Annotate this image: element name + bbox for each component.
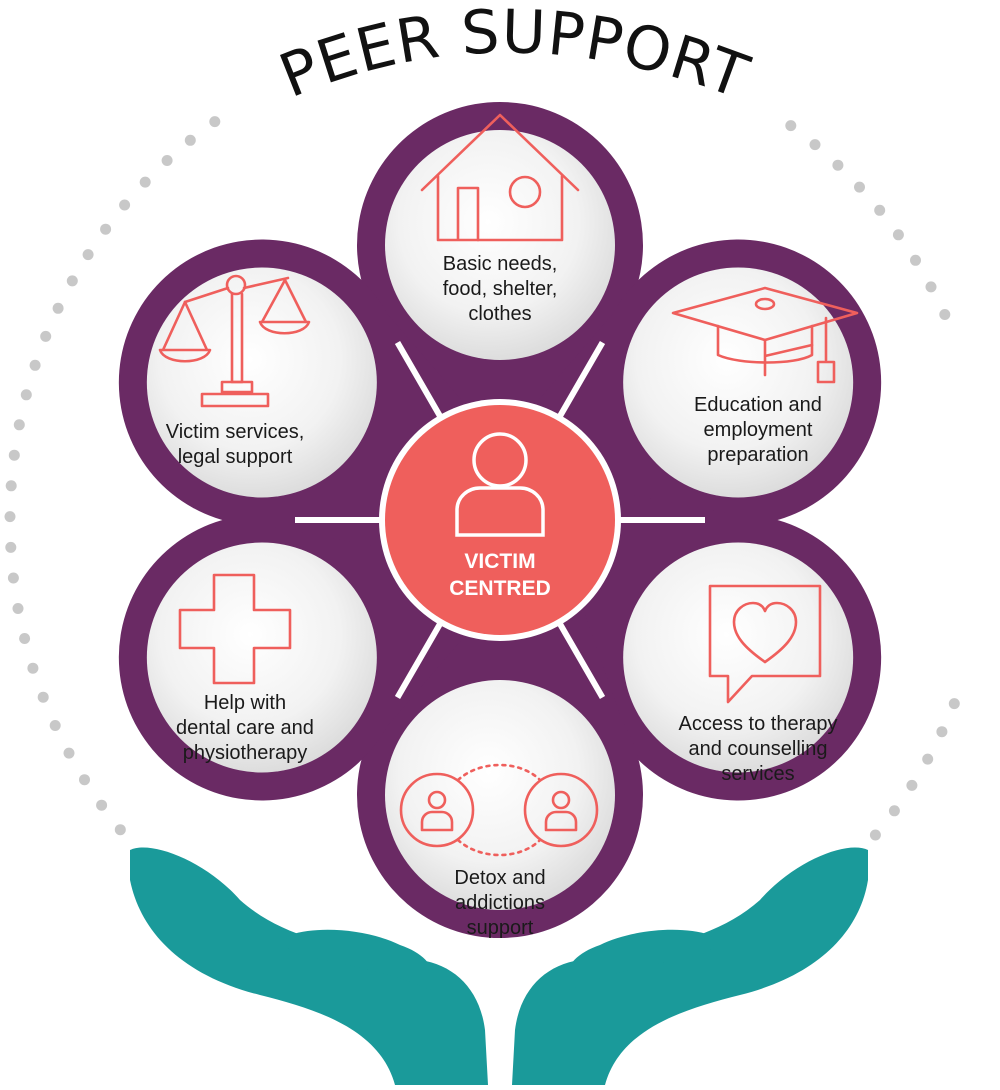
heart-speech-bubble-icon xyxy=(708,584,822,704)
petal-circle-education xyxy=(623,267,854,498)
ring-dot xyxy=(869,829,881,841)
petal-circle-dental xyxy=(146,542,377,773)
ring-dot xyxy=(82,249,94,261)
petal-separator xyxy=(557,622,606,700)
ring-dot xyxy=(906,779,918,791)
ring-dot xyxy=(100,223,112,235)
petal-circles xyxy=(146,113,859,910)
ring-dot xyxy=(52,302,64,314)
ring-dot xyxy=(184,134,196,146)
ring-dot xyxy=(37,691,49,703)
scales-of-justice-icon xyxy=(158,274,311,408)
center-label: VICTIM CENTRED xyxy=(449,550,551,600)
left-hand-icon xyxy=(130,847,488,1085)
petal-separator xyxy=(557,340,606,418)
ring-dot xyxy=(892,229,904,241)
ring-dot xyxy=(19,633,31,644)
left-thumb xyxy=(285,929,434,990)
ring-dot xyxy=(209,116,221,128)
ring-dot xyxy=(66,275,78,287)
ring-dot xyxy=(161,155,173,166)
ring-dot xyxy=(40,330,52,342)
diagram-title: PEER SUPPORT xyxy=(270,0,757,113)
ring-dot xyxy=(809,139,821,151)
ring-dot xyxy=(925,281,937,293)
ring-dot xyxy=(4,511,16,523)
ring-dot xyxy=(13,419,25,431)
ring-dot xyxy=(874,204,886,216)
dotted-ring xyxy=(4,116,960,841)
petal-label-education: Education and employment preparation xyxy=(694,394,822,466)
center-fill xyxy=(385,405,615,635)
petal-label-dental: Help with dental care and physiotherapy xyxy=(176,692,314,764)
ring-dot xyxy=(854,181,865,193)
ring-dot xyxy=(119,199,131,211)
ring-dot xyxy=(96,799,108,811)
ring-dot xyxy=(27,662,39,674)
two-people-connected-icon xyxy=(399,763,599,857)
ring-dot xyxy=(888,805,900,817)
petal-separator xyxy=(394,340,443,418)
ring-dot xyxy=(939,309,951,320)
ring-dot xyxy=(139,176,151,188)
ring-dot xyxy=(63,747,75,759)
hands xyxy=(130,847,868,1085)
person-icon xyxy=(455,432,545,537)
ring-dot xyxy=(785,120,797,132)
ring-dot xyxy=(7,572,19,584)
right-hand-icon xyxy=(512,847,868,1085)
ring-dot xyxy=(936,726,948,738)
petal-label-basic-needs: Basic needs, food, shelter, clothes xyxy=(442,253,558,325)
ring-dot xyxy=(29,359,41,371)
ring-dot xyxy=(12,603,24,614)
medical-cross-icon xyxy=(178,573,292,685)
ring-dot xyxy=(910,254,921,266)
ring-dot xyxy=(79,774,90,786)
petal-label-detox: Detox and addictions support xyxy=(454,867,546,939)
house-icon xyxy=(420,113,580,242)
petal-circle-detox xyxy=(385,680,615,910)
petal-label-legal: Victim services, legal support xyxy=(165,421,305,468)
ring-dot xyxy=(832,159,844,171)
ring-dot xyxy=(948,698,960,710)
petal-circle-basic-needs xyxy=(385,130,615,360)
ring-dot xyxy=(5,541,17,553)
ring-dot xyxy=(5,480,17,492)
petal-circle-legal xyxy=(146,267,377,498)
ring-dot xyxy=(922,753,934,765)
graduation-cap-icon xyxy=(671,286,859,384)
ring-dot xyxy=(20,389,32,401)
right-thumb xyxy=(566,929,715,990)
petal-label-therapy: Access to therapy and counselling servic… xyxy=(678,713,838,785)
petal-separator xyxy=(394,622,443,700)
ring-dot xyxy=(114,824,126,836)
ring-dot xyxy=(8,449,20,461)
petal-circle-therapy xyxy=(623,542,854,773)
ring-dot xyxy=(49,720,61,731)
center-node xyxy=(379,399,621,641)
